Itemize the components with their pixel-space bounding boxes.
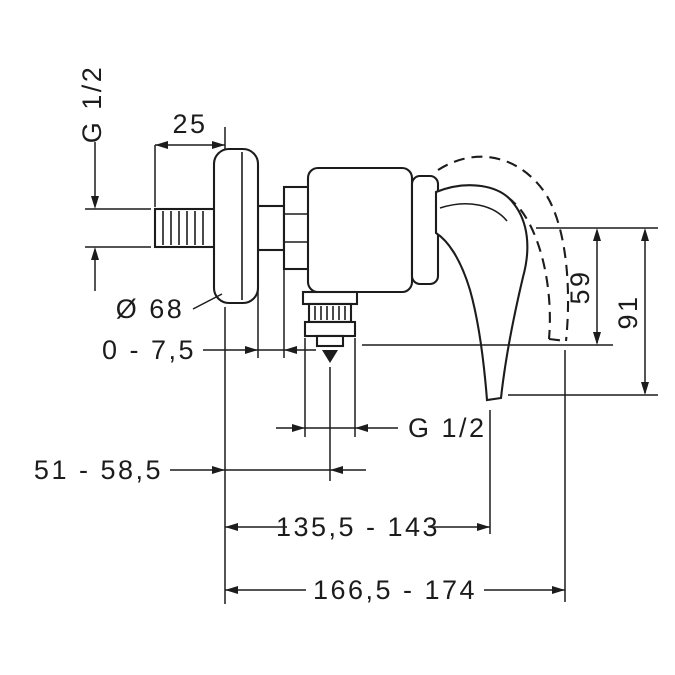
arrowhead xyxy=(284,346,297,354)
dim-label-plate-diameter: Ø 68 xyxy=(116,294,185,324)
dim-height-91: 91 xyxy=(613,228,649,395)
dim-label-height-59: 59 xyxy=(565,269,595,304)
dim-label-wall-to-lever: 135,5 - 143 xyxy=(276,512,440,542)
arrowhead xyxy=(155,141,168,149)
dim-inlet-thread: G 1/2 xyxy=(77,65,151,291)
arrowhead xyxy=(593,228,601,241)
pipe-nipple xyxy=(153,207,217,249)
arrowhead xyxy=(330,466,343,474)
escutcheon-plate xyxy=(212,147,260,305)
mixer-body xyxy=(306,166,414,294)
dim-label-adjustment-range: 0 - 7,5 xyxy=(102,335,196,365)
dim-label-height-91: 91 xyxy=(613,294,643,329)
dim-outlet-thread: G 1/2 xyxy=(276,338,487,443)
lever-handle-raised-outline xyxy=(437,155,570,343)
dim-label-projection-25: 25 xyxy=(172,109,207,139)
dim-wall-to-lever: 135,5 - 143 xyxy=(225,410,491,545)
dim-height-59: 59 xyxy=(565,228,601,345)
arrowhead xyxy=(477,523,490,531)
shower-mixer-illustration xyxy=(153,147,570,402)
dim-label-outlet-thread: G 1/2 xyxy=(408,413,487,443)
arrowhead xyxy=(292,424,305,432)
arrowhead xyxy=(91,247,99,260)
arrowhead xyxy=(593,332,601,345)
dim-overall-depth: 166,5 - 174 xyxy=(225,350,566,608)
leader-line xyxy=(192,293,223,310)
dim-projection-25: 25 xyxy=(154,109,226,207)
handle-base xyxy=(410,174,440,286)
dim-label-inlet-thread: G 1/2 xyxy=(77,65,107,144)
flow-direction-arrow xyxy=(322,350,338,363)
arrowhead xyxy=(225,523,238,531)
label-plate-diameter: Ø 68 xyxy=(116,293,223,324)
lever-handle xyxy=(434,184,529,402)
arrowhead xyxy=(245,346,258,354)
dim-label-wall-to-outlet: 51 - 58,5 xyxy=(34,455,163,485)
shower-outlet xyxy=(301,290,359,363)
arrowhead xyxy=(212,141,225,149)
arrowhead xyxy=(225,586,238,594)
lever-detail-line xyxy=(439,203,508,222)
dim-wall-to-outlet: 51 - 58,5 xyxy=(34,455,366,485)
arrowhead xyxy=(641,228,649,241)
label-mask xyxy=(287,509,429,545)
label-mask xyxy=(306,572,484,608)
dim-adjustment-range: 0 - 7,5 xyxy=(102,252,316,365)
arrowhead xyxy=(212,466,225,474)
arrowhead xyxy=(641,382,649,395)
arrowhead xyxy=(355,424,368,432)
arrowhead xyxy=(552,586,565,594)
dim-label-overall-depth: 166,5 - 174 xyxy=(313,575,477,605)
arrowhead xyxy=(91,196,99,209)
connection-pipe xyxy=(256,204,286,252)
